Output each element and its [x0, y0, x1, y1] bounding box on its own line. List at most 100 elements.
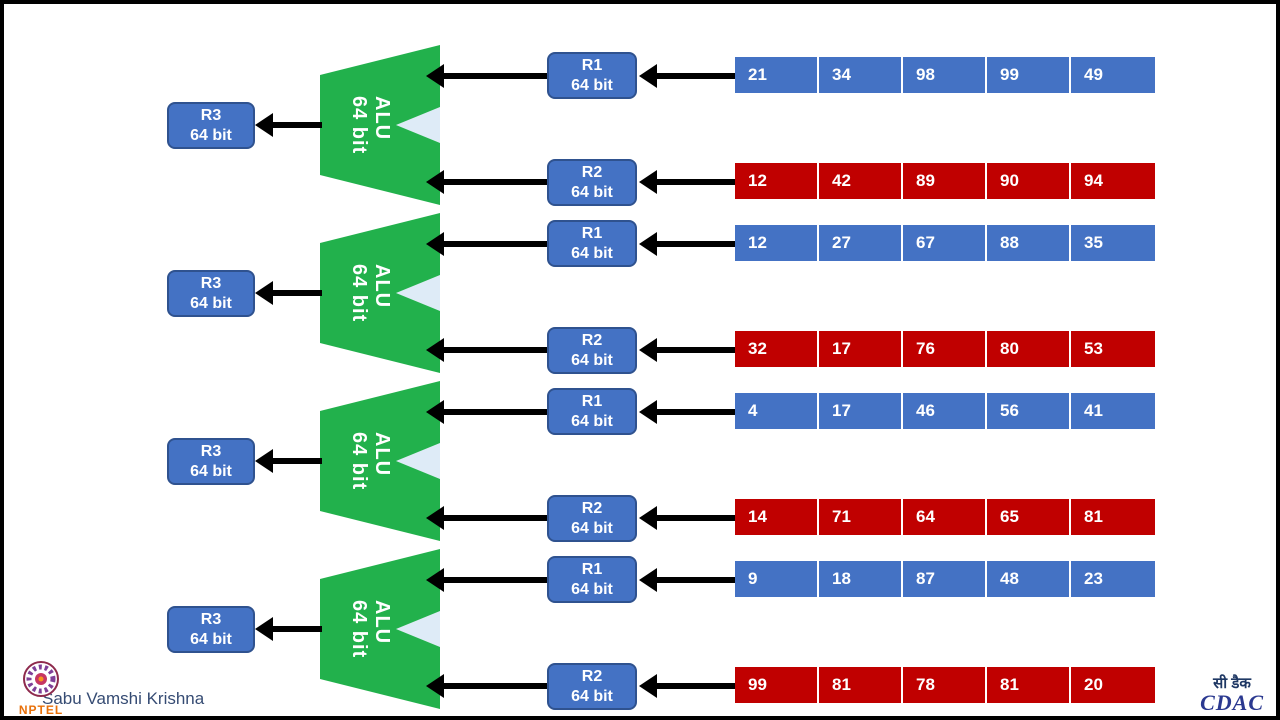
vector-cell: 56 [987, 393, 1071, 429]
arrow-r2-to-alu-icon [426, 170, 547, 194]
register-width: 64 bit [571, 76, 613, 94]
arrow-alu-to-r3-icon [255, 617, 322, 641]
cdac-wordmark: CDAC [1200, 690, 1264, 715]
arrow-r2-to-alu-icon [426, 338, 547, 362]
vector-cell: 89 [903, 163, 987, 199]
vector-cell: 81 [1071, 499, 1155, 535]
register-width: 64 bit [190, 126, 232, 144]
register-width: 64 bit [190, 294, 232, 312]
alu-shape: 64 bit ALU [320, 381, 440, 541]
arrow-vector-a-to-r1-icon [639, 568, 735, 592]
vector-cell: 34 [819, 57, 903, 93]
alu-shape: 64 bit ALU [320, 549, 440, 709]
register-width: 64 bit [571, 412, 613, 430]
arrow-r1-to-alu-icon [426, 232, 547, 256]
register-name: R3 [200, 106, 222, 124]
watermark-text: Sabu Vamshi Krishna [42, 689, 205, 708]
arrow-vector-a-to-r1-icon [639, 400, 735, 424]
alu-label: 64 bit ALU [348, 95, 393, 155]
vector-cell: 46 [903, 393, 987, 429]
alu-group: 64 bit ALU R1 64 bit R2 64 bit R3 64 bit… [0, 45, 1280, 213]
register-r1: R1 64 bit [547, 52, 637, 99]
arrow-vector-b-to-r2-icon [639, 338, 735, 362]
alu-polygon-icon [320, 549, 440, 709]
arrow-vector-b-to-r2-icon [639, 674, 735, 698]
register-name: R1 [581, 224, 603, 242]
cdac-logo: सी डैक CDAC [1200, 674, 1264, 715]
arrow-vector-a-to-r1-icon [639, 64, 735, 88]
register-name: R2 [581, 163, 603, 181]
register-r2: R2 64 bit [547, 327, 637, 374]
nptel-mandala-icon [23, 661, 59, 697]
alu-label: 64 bit ALU [348, 431, 393, 491]
register-name: R3 [200, 610, 222, 628]
vector-cell: 76 [903, 331, 987, 367]
vector-cell: 27 [819, 225, 903, 261]
vector-cell: 88 [987, 225, 1071, 261]
vector-cell: 12 [735, 163, 819, 199]
arrow-r2-to-alu-icon [426, 674, 547, 698]
register-r3: R3 64 bit [167, 270, 255, 317]
vector-cell: 23 [1071, 561, 1155, 597]
vector-cell: 41 [1071, 393, 1155, 429]
alu-shape: 64 bit ALU [320, 45, 440, 205]
arrow-vector-b-to-r2-icon [639, 170, 735, 194]
vector-cell: 87 [903, 561, 987, 597]
register-name: R1 [581, 560, 603, 578]
vector-cell: 99 [735, 667, 819, 703]
vector-cell: 90 [987, 163, 1071, 199]
alu-shape: 64 bit ALU [320, 213, 440, 373]
vector-cell: 18 [819, 561, 903, 597]
register-r2: R2 64 bit [547, 663, 637, 710]
vector-cell: 78 [903, 667, 987, 703]
arrow-r1-to-alu-icon [426, 64, 547, 88]
register-r3: R3 64 bit [167, 102, 255, 149]
vector-cell: 65 [987, 499, 1071, 535]
vector-cell: 67 [903, 225, 987, 261]
alu-polygon-icon [320, 45, 440, 205]
register-name: R2 [581, 667, 603, 685]
register-name: R1 [581, 392, 603, 410]
vector-cell: 53 [1071, 331, 1155, 367]
vector-cell: 81 [819, 667, 903, 703]
register-name: R2 [581, 499, 603, 517]
nptel-wordmark: NPTEL [18, 703, 64, 717]
register-name: R3 [200, 274, 222, 292]
arrow-r1-to-alu-icon [426, 400, 547, 424]
register-width: 64 bit [190, 462, 232, 480]
register-name: R1 [581, 56, 603, 74]
alu-label: 64 bit ALU [348, 599, 393, 659]
arrow-r1-to-alu-icon [426, 568, 547, 592]
arrow-vector-b-to-r2-icon [639, 506, 735, 530]
register-r1: R1 64 bit [547, 388, 637, 435]
register-width: 64 bit [571, 687, 613, 705]
alu-polygon-icon [320, 381, 440, 541]
register-r3: R3 64 bit [167, 606, 255, 653]
cdac-hindi-text: सी डैक [1213, 674, 1251, 692]
vector-cell: 32 [735, 331, 819, 367]
vector-cell: 4 [735, 393, 819, 429]
vector-cell: 49 [1071, 57, 1155, 93]
register-width: 64 bit [190, 630, 232, 648]
nptel-logo: NPTEL [14, 660, 68, 717]
register-width: 64 bit [571, 183, 613, 201]
vector-cell: 94 [1071, 163, 1155, 199]
alu-group: 64 bit ALU R1 64 bit R2 64 bit R3 64 bit… [0, 381, 1280, 549]
vector-cell: 20 [1071, 667, 1155, 703]
vector-cell: 9 [735, 561, 819, 597]
vector-cell: 99 [987, 57, 1071, 93]
alu-group: 64 bit ALU R1 64 bit R2 64 bit R3 64 bit… [0, 549, 1280, 717]
alu-label: 64 bit ALU [348, 263, 393, 323]
arrow-alu-to-r3-icon [255, 113, 322, 137]
vector-cell: 14 [735, 499, 819, 535]
register-width: 64 bit [571, 244, 613, 262]
register-r1: R1 64 bit [547, 556, 637, 603]
